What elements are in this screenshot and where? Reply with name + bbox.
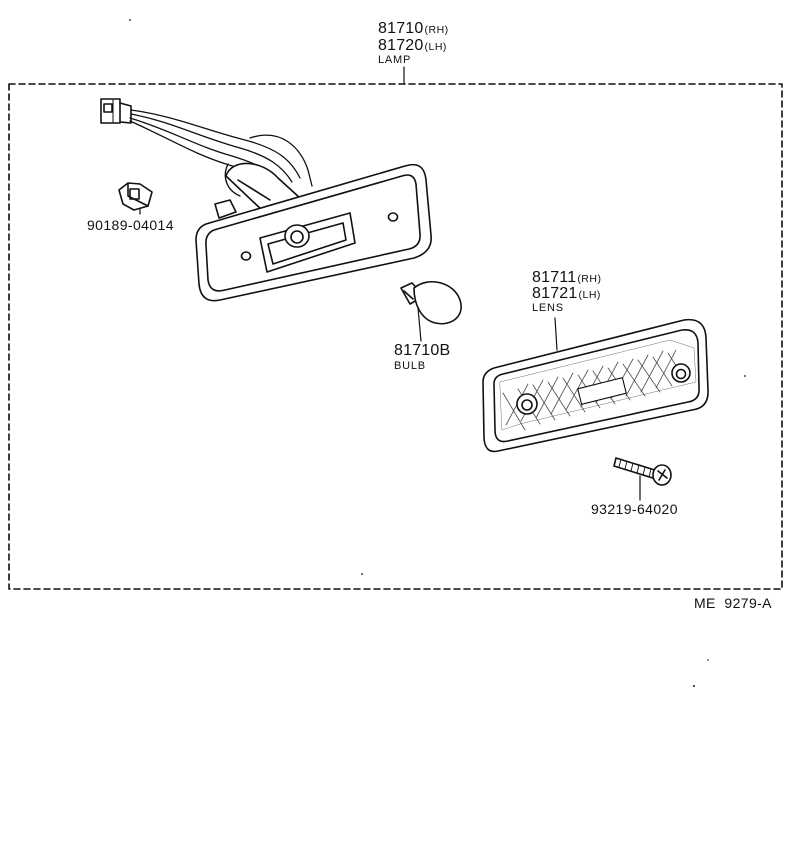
wire-connector [101, 99, 131, 123]
clip-part-number: 90189-04014 [87, 217, 174, 233]
lamp-lh-part-number: 81720(LH) [378, 37, 447, 54]
bulb-name: BULB [394, 360, 426, 372]
lamp-rh-part-number: 81710(RH) [378, 20, 449, 37]
wire-harness [130, 110, 312, 196]
lens-name: LENS [532, 302, 564, 314]
lamp-name: LAMP [378, 54, 412, 66]
lens [483, 320, 708, 452]
bulb-part-number: 81710B [394, 342, 451, 359]
clip-nut [119, 183, 152, 210]
lamp-housing [196, 165, 431, 301]
lens-lh-side: (LH) [578, 289, 601, 301]
scan-dots [129, 19, 746, 687]
socket-body [215, 163, 300, 218]
screw-part-number: 93219-64020 [591, 501, 678, 517]
lens-rh-side: (RH) [577, 273, 602, 285]
assembly-boundary [9, 84, 782, 589]
lens-lh-part-number: 81721(LH) [532, 285, 601, 302]
diagram-reference: ME 9279-A [694, 595, 772, 611]
lens-rh-part-number: 81711(RH) [532, 269, 602, 286]
lamp-lh-side: (LH) [424, 41, 447, 53]
bulb [401, 282, 461, 324]
lamp-rh-side: (RH) [424, 24, 449, 36]
screw [614, 458, 671, 485]
